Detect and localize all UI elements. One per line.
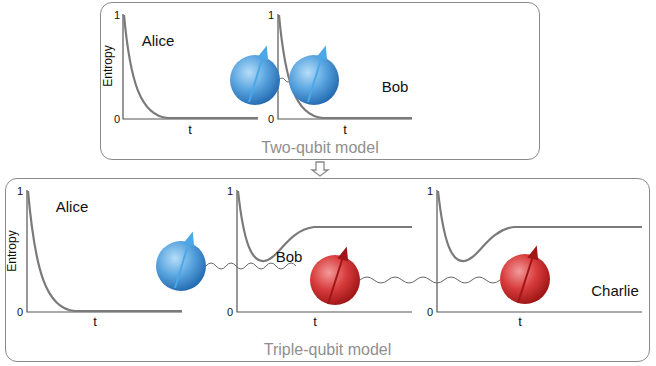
model-panel: Triple-qubit model bbox=[5, 178, 650, 362]
qubit-name: Alice bbox=[142, 33, 175, 48]
axis-tick: 1 bbox=[114, 10, 120, 21]
axis-tick: 0 bbox=[268, 114, 274, 125]
axis-tick: 1 bbox=[227, 186, 233, 197]
axis-tick: 0 bbox=[427, 307, 433, 318]
axis-title: t bbox=[93, 315, 97, 328]
qubit-name: Charlie bbox=[591, 283, 639, 298]
axis-tick: 1 bbox=[427, 186, 433, 197]
axis-tick: 1 bbox=[268, 10, 274, 21]
axis-tick: 0 bbox=[114, 114, 120, 125]
qubit-name: Alice bbox=[56, 199, 89, 214]
entropy-curves bbox=[28, 15, 642, 311]
axis-title: t bbox=[313, 315, 317, 328]
axis-title: t bbox=[343, 123, 347, 136]
spin-arrows bbox=[175, 48, 537, 304]
block-arrow bbox=[312, 162, 328, 176]
panel-caption: Two-qubit model bbox=[101, 139, 539, 157]
axis-title: Entropy bbox=[102, 45, 114, 86]
qubit-spheres bbox=[156, 55, 550, 305]
axis-tick: 0 bbox=[17, 307, 23, 318]
panel-caption: Triple-qubit model bbox=[6, 341, 649, 359]
qubit-name: Bob bbox=[276, 249, 303, 264]
axis-title: Entropy bbox=[6, 230, 18, 271]
axis-tick: 1 bbox=[17, 186, 23, 197]
axis-title: t bbox=[518, 315, 522, 328]
qubit-name: Bob bbox=[382, 79, 409, 94]
model-panel: Two-qubit model bbox=[100, 2, 540, 160]
axis-title: t bbox=[188, 123, 192, 136]
entanglement-wave bbox=[206, 78, 500, 283]
plot-axes bbox=[27, 14, 642, 312]
axis-tick: 0 bbox=[227, 307, 233, 318]
